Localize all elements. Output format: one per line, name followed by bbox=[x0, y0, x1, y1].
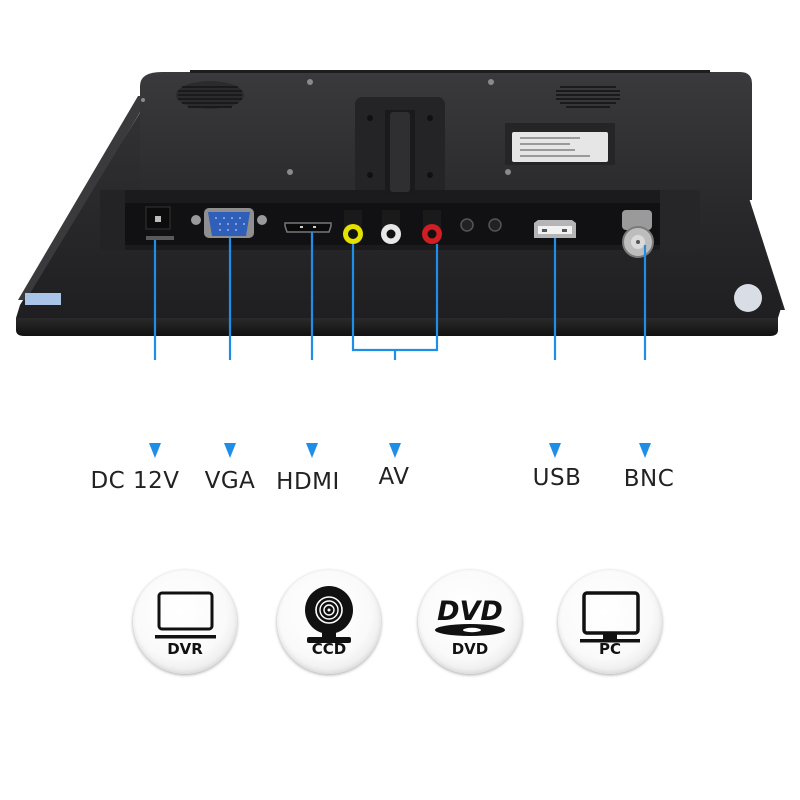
button-1 bbox=[460, 218, 474, 232]
hdmi-port bbox=[284, 222, 332, 233]
arrow-down-icon bbox=[549, 443, 561, 458]
device-label-dvr: DVR bbox=[167, 640, 203, 658]
rca-red-port bbox=[422, 210, 442, 244]
device-badge-dvr: DVR bbox=[133, 570, 237, 674]
rca-yellow-port bbox=[343, 210, 363, 244]
dvd-logo-icon: DVD bbox=[435, 596, 505, 636]
round-sticker bbox=[734, 284, 762, 312]
port-label-bnc: BNC bbox=[623, 466, 675, 492]
vga-port bbox=[191, 208, 267, 238]
port-label-vga: VGA bbox=[204, 468, 256, 494]
device-badge-dvd: DVD DVD bbox=[418, 570, 522, 674]
button-2 bbox=[488, 218, 502, 232]
arrow-down-icon bbox=[224, 443, 236, 458]
device-label-ccd: CCD bbox=[311, 640, 347, 658]
port-label-usb: USB bbox=[532, 465, 582, 491]
port-label-hdmi: HDMI bbox=[276, 469, 340, 495]
device-label-pc: PC bbox=[598, 640, 621, 658]
device-badge-ccd: CCD bbox=[277, 570, 381, 674]
usb-port bbox=[534, 220, 576, 238]
arrow-down-icon bbox=[149, 443, 161, 458]
webcam-icon bbox=[305, 586, 353, 643]
arrow-down-icon bbox=[639, 443, 651, 458]
port-label-dc: DC 12V bbox=[90, 468, 180, 494]
speaker-grille-left bbox=[176, 81, 244, 109]
serial-sticker bbox=[25, 293, 61, 305]
monitor-icon bbox=[580, 591, 640, 643]
monitor-illustration bbox=[16, 70, 785, 445]
port-label-av: AV bbox=[378, 464, 410, 490]
svg-text:DVD: DVD bbox=[437, 596, 503, 627]
speaker-grille-right bbox=[556, 86, 620, 108]
rca-white-port bbox=[381, 210, 401, 244]
device-badge-pc: PC bbox=[558, 570, 662, 674]
callout-arrowheads bbox=[149, 443, 651, 458]
monitor-rear-view bbox=[0, 0, 800, 445]
arrow-down-icon bbox=[306, 443, 318, 458]
device-label-dvd: DVD bbox=[451, 640, 489, 658]
dc-jack-port bbox=[145, 206, 174, 240]
spec-sticker bbox=[512, 132, 608, 162]
arrow-down-icon bbox=[389, 443, 401, 458]
laptop-icon bbox=[155, 591, 216, 639]
